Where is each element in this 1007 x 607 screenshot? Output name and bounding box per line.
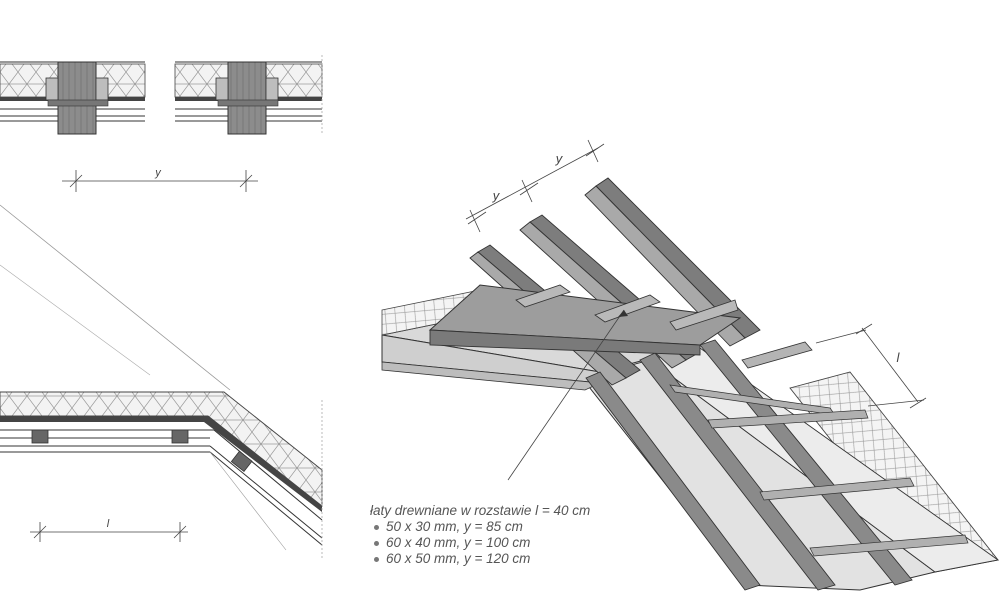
batten [669,299,739,331]
batten [171,429,189,444]
spec-item: 60 x 40 mm, y = 100 cm [370,535,590,551]
dimension-l-section: l [30,518,188,542]
rafter [585,371,761,591]
caption-title: łaty drewniane w rozstawie l = 40 cm [370,503,591,518]
dimension-label: l [897,350,901,365]
dimension-y-detail: y [62,167,258,192]
batten-specification-caption: łaty drewniane w rozstawie l = 40 cm 50 … [370,503,590,567]
batten [515,284,571,308]
spec-list: 50 x 30 mm, y = 85 cm 60 x 40 mm, y = 10… [370,519,590,567]
dimension-y-iso: y y [465,139,605,233]
batten [594,294,661,323]
leader-line [507,309,625,481]
spec-item: 50 x 30 mm, y = 85 cm [370,519,590,535]
dimension-label: y [154,167,162,179]
batten [31,429,49,444]
dimension-l-iso: l [815,323,927,409]
spec-item: 60 x 50 mm, y = 120 cm [370,551,590,567]
insulation-layer [0,391,323,507]
isometric-roof-structure: y y l [381,139,1000,591]
dimension-label: y [492,188,501,203]
batten [741,341,813,369]
rafter-detail-section: y [0,55,323,192]
dimension-label: y [555,151,564,166]
dimension-label: l [107,518,110,530]
batten [230,450,253,473]
rafter-left [57,61,97,135]
rafter [639,352,836,591]
rafter-right [227,61,267,135]
eave-section: l [0,204,323,560]
